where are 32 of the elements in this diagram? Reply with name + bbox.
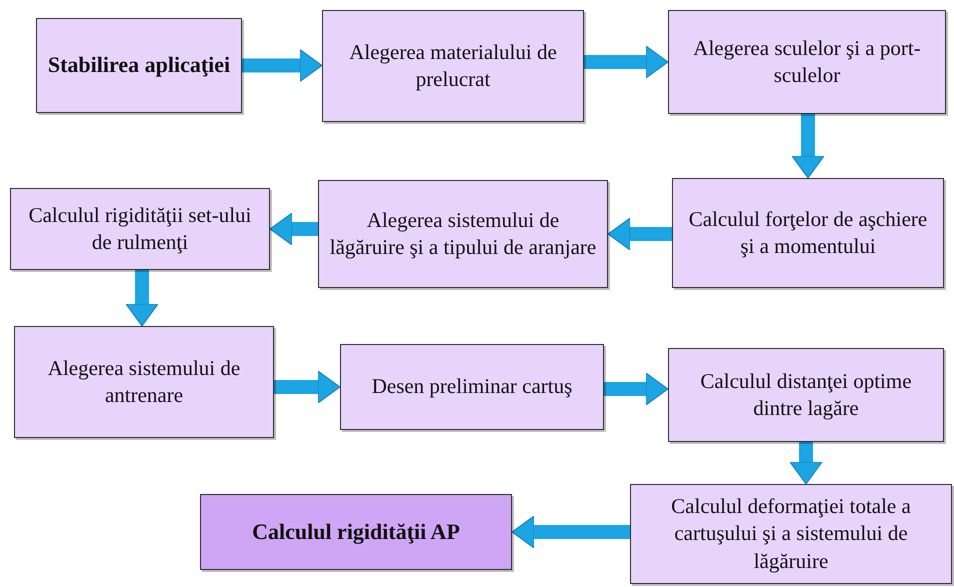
- box-label: Calculul rigidităţii set-ului de rulmenţi: [28, 202, 252, 256]
- process-box: [322, 10, 584, 122]
- process-box: [630, 484, 952, 584]
- arrow: [608, 218, 672, 250]
- box-label: Calculul distanţei optime dintre lagăre: [699, 368, 913, 422]
- process-box: [10, 188, 270, 270]
- arrow: [126, 270, 158, 326]
- process-box: [672, 178, 944, 288]
- box-label: Calculul rigidităţii AP: [252, 518, 460, 546]
- box-label: Desen preliminar cartuş: [372, 373, 572, 400]
- arrow: [584, 46, 668, 78]
- process-box: [340, 344, 604, 430]
- process-box: [36, 18, 242, 113]
- box-label: Alegerea sculelor şi a port-sculelor: [692, 34, 922, 89]
- box-label: Alegerea materialului de prelucrat: [348, 38, 558, 93]
- box-label: Calculul forţelor de aşchiere şi a momentului: [688, 206, 928, 260]
- arrow: [274, 370, 340, 404]
- arrow: [604, 372, 668, 406]
- process-box: [14, 326, 274, 438]
- box-label: Alegerea sistemului de antrenare: [46, 354, 242, 409]
- process-box: [200, 494, 512, 570]
- process-box: [668, 10, 946, 114]
- arrow: [792, 114, 824, 178]
- process-box: [668, 348, 944, 442]
- arrow: [270, 212, 318, 246]
- arrow: [512, 516, 630, 548]
- box-label: Stabilirea aplicaţiei: [48, 51, 230, 80]
- arrow: [242, 49, 322, 82]
- arrow: [790, 442, 822, 484]
- box-label: Alegerea sistemului de lăgăruire şi a tipului de aranjare: [329, 206, 597, 261]
- box-label: Calculul deformaţiei totale a cartuşului şi a sistemului de lăgăruire: [670, 493, 912, 575]
- process-box: [318, 180, 608, 288]
